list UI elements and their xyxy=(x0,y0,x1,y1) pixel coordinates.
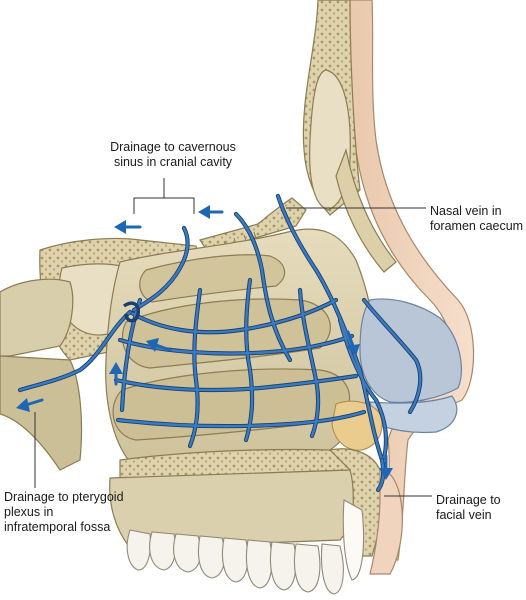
leader-lines xyxy=(34,178,432,497)
arrow-anterior-down xyxy=(346,330,360,356)
label-line: Drainage to xyxy=(436,493,501,507)
arrow-posterior-up xyxy=(109,362,123,386)
sphenopalatine-vein-loop xyxy=(122,301,141,323)
label-line: sinus in cranial cavity xyxy=(113,155,233,169)
alar-cartilage xyxy=(369,395,458,434)
skull-base-lower xyxy=(0,355,83,471)
upper-teeth xyxy=(126,499,365,595)
arrow-middle-meatus xyxy=(146,338,172,352)
label-line: Nasal vein in xyxy=(430,204,502,218)
label-line: facial vein xyxy=(436,508,492,522)
label-drainage-cavernous-sinus: Drainage to cavernous sinus in cranial c… xyxy=(78,140,268,170)
label-line: foramen caecum xyxy=(430,219,524,233)
arrow-cavernous-left xyxy=(114,220,142,234)
skull-base-left xyxy=(0,278,74,357)
arrow-pterygoid-left xyxy=(16,398,44,412)
label-line: Drainage to cavernous xyxy=(110,140,236,154)
label-line: plexus in xyxy=(4,505,54,519)
leader-cavernous xyxy=(133,197,195,214)
label-drainage-pterygoid-plexus: Drainage to pterygoid plexus in infratem… xyxy=(4,490,124,535)
label-line: infratemporal fossa xyxy=(4,520,111,534)
nasal-bone xyxy=(335,147,397,273)
label-line: Drainage to pterygoid xyxy=(4,490,124,504)
arrow-cavernous-right xyxy=(198,205,224,219)
label-drainage-facial-vein: Drainage to facial vein xyxy=(436,493,501,523)
nasal-veins-fill xyxy=(114,194,422,462)
label-nasal-vein-foramen-caecum: Nasal vein in foramen caecum xyxy=(430,204,523,234)
drainage-arrows xyxy=(16,205,393,480)
cribriform-plate xyxy=(199,197,307,253)
arrow-facial-down xyxy=(379,454,393,480)
